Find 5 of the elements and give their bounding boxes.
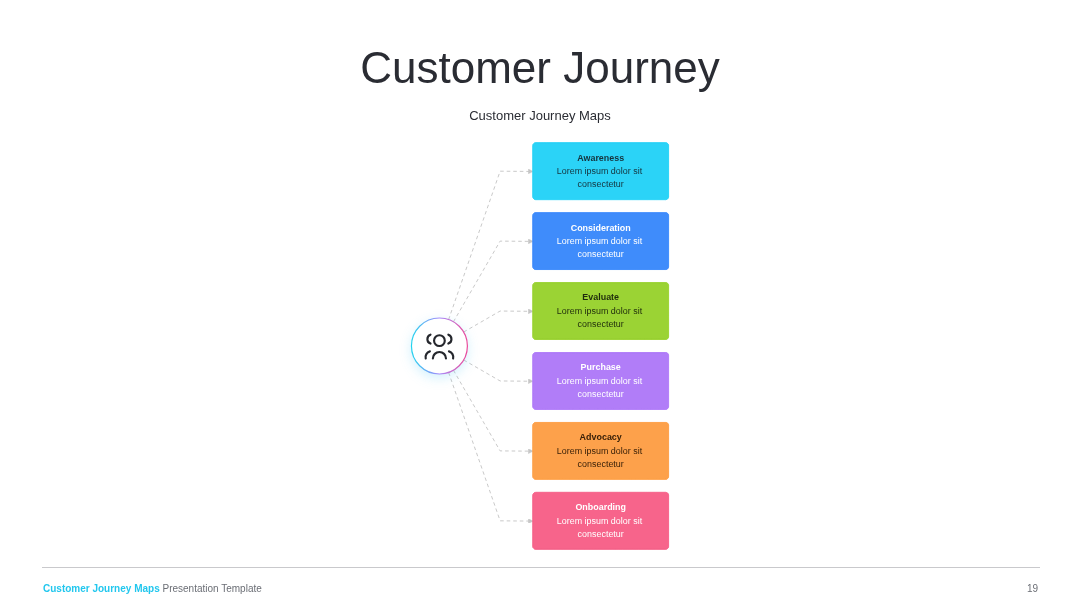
page-number: 19	[1026, 583, 1038, 594]
slide-title: Customer Journey	[359, 42, 721, 94]
slide-subtitle: Customer Journey Maps	[468, 108, 612, 123]
footer-text: Customer Journey Maps Presentation Template	[43, 583, 262, 594]
node-circle	[410, 317, 468, 375]
